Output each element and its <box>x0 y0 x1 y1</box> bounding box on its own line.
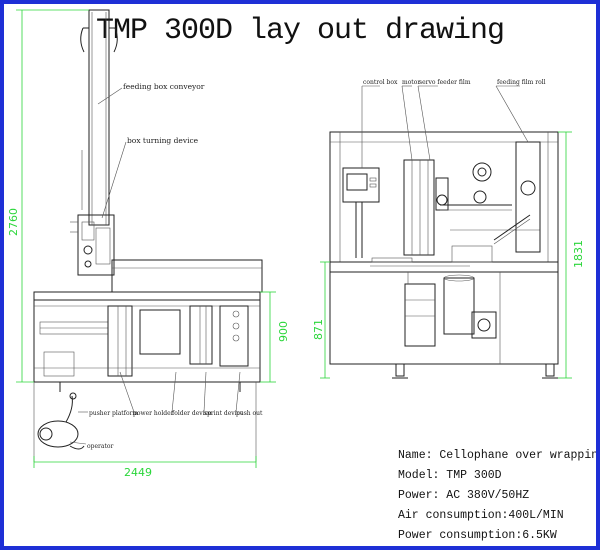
label-sprint-device: sprint device <box>204 410 244 417</box>
dim-height-total: 2760 <box>7 208 20 236</box>
label-feeding-box-conveyor: feeding box conveyor <box>123 82 205 91</box>
motor-unit <box>403 159 435 256</box>
label-push-out: push out <box>236 410 263 417</box>
dim-height-right-table: 871 <box>312 319 325 340</box>
component-labels: feeding box conveyor box turning device … <box>87 79 546 450</box>
box-turning-device <box>77 214 115 276</box>
layout-drawing: 2760 900 2449 871 1831 feeding box conve… <box>7 9 585 479</box>
spec-block: Name: Cellophane over wrapping machine M… <box>398 446 600 546</box>
operator-figure <box>37 392 85 450</box>
conveyor-tower <box>88 9 110 226</box>
left-elevation-view <box>33 9 263 462</box>
main-table <box>33 291 261 383</box>
label-box-turning-device: box turning device <box>127 136 199 145</box>
label-motor: motor <box>402 79 420 86</box>
spec-power-consumption: Power consumption:6.5KW <box>398 529 557 542</box>
dimension-lines: 2760 900 2449 871 1831 <box>7 9 585 479</box>
label-pusher-platform: pusher platform <box>89 410 138 417</box>
dim-height-table: 900 <box>277 321 290 342</box>
label-folder-device: folder device <box>172 410 212 417</box>
infeed-hopper <box>111 259 263 293</box>
servo-feeder-wheel <box>472 162 492 182</box>
label-servo-feeder-film: servo feeder film <box>419 79 471 86</box>
label-operator: operator <box>87 443 113 450</box>
spec-model: Model: TMP 300D <box>398 469 502 482</box>
dim-width-total: 2449 <box>124 466 152 479</box>
spec-name: Name: Cellophane over wrapping machine <box>398 449 600 462</box>
label-control-box: control box <box>363 79 398 86</box>
spec-power: Power: AC 380V/50HZ <box>398 489 530 502</box>
upper-guard-frame <box>329 131 559 263</box>
right-elevation-view <box>329 85 559 379</box>
feeding-film-roll <box>515 141 541 253</box>
right-table-top <box>329 261 559 273</box>
label-power-holder: power holder <box>133 410 174 417</box>
control-box <box>342 167 380 203</box>
dim-height-right-total: 1831 <box>572 240 585 268</box>
spec-air-consumption: Air consumption:400L/MIN <box>398 509 564 522</box>
drawing-title: TMP 300D lay out drawing <box>95 14 505 48</box>
vacuum-pump <box>443 277 475 335</box>
lower-cabinet <box>329 271 559 365</box>
label-feeding-film-roll: feeding film roll <box>497 79 546 86</box>
